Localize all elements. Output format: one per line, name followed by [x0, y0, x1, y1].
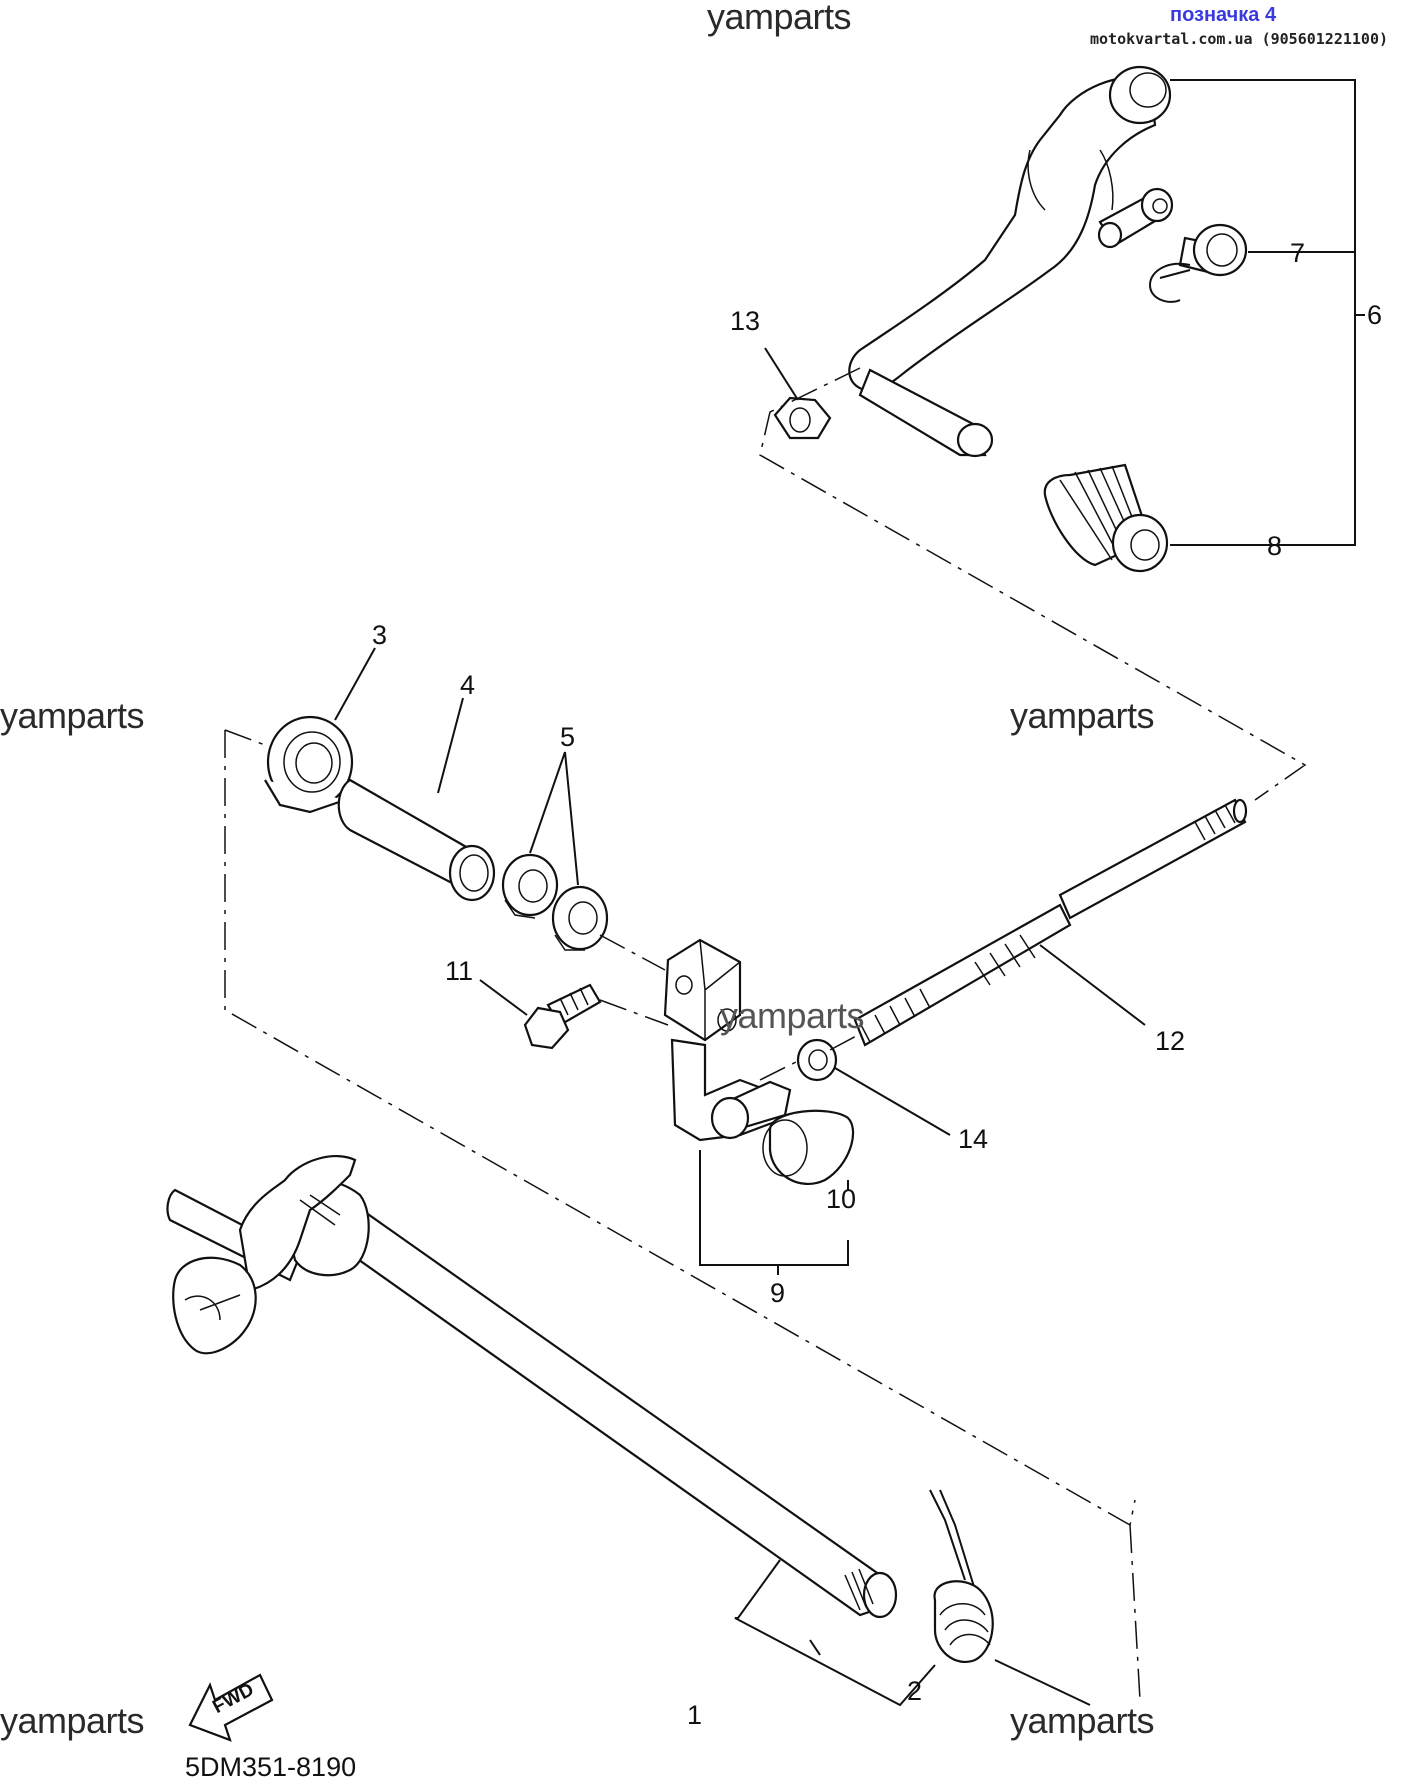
callout-12: 12 — [1155, 1026, 1186, 1056]
callout-11: 11 — [445, 956, 474, 986]
watermark-right-mid: yamparts — [1010, 695, 1155, 736]
callout-9: 9 — [770, 1278, 786, 1308]
shift-shaft-part-1 — [166, 1155, 898, 1619]
callout-3: 3 — [372, 620, 388, 650]
callout-2: 2 — [907, 1676, 923, 1706]
nut-part-13 — [773, 396, 832, 440]
callout-4: 4 — [460, 670, 476, 700]
callout-6: 6 — [1367, 300, 1383, 330]
assembly-lines — [224, 367, 1307, 1701]
page-tag: позначка 4 — [1170, 4, 1277, 26]
callout-10: 10 — [826, 1184, 857, 1214]
fwd-arrow-icon — [188, 1673, 274, 1742]
callout-8: 8 — [1267, 531, 1283, 561]
collar-part-4 — [337, 778, 496, 902]
callout-7: 7 — [1290, 238, 1306, 268]
shift-rod-part-12 — [853, 798, 1248, 1047]
spring-part-2 — [929, 1489, 994, 1663]
rod-end-part-10 — [762, 1109, 855, 1185]
watermark-bottom-right: yamparts — [1010, 1700, 1155, 1741]
watermark-top: yamparts — [707, 0, 852, 37]
shift-pedal — [848, 65, 1174, 458]
callout-14: 14 — [958, 1124, 989, 1154]
callout-13: 13 — [730, 306, 761, 336]
watermark-left-mid: yamparts — [0, 695, 145, 736]
bolt-part-11 — [523, 983, 602, 1050]
watermark-bottom-left: yamparts — [0, 1700, 145, 1741]
callout-1: 1 — [687, 1700, 703, 1730]
callout-5: 5 — [560, 722, 576, 752]
rubber-peg-part-8 — [1043, 463, 1169, 573]
watermark-center: yamparts — [720, 995, 865, 1036]
rod-end-part-7 — [1148, 223, 1248, 303]
leader-lines — [334, 79, 1365, 1707]
nut-part-14 — [796, 1038, 838, 1082]
site-contact: motokvartal.com.ua (905601221100) — [1090, 30, 1389, 48]
oil-seal-part-3 — [264, 715, 354, 814]
diagram-code: 5DM351-8190 — [185, 1752, 357, 1782]
bushings-part-5 — [501, 853, 609, 951]
shift-arm-part-9 — [663, 938, 792, 1142]
